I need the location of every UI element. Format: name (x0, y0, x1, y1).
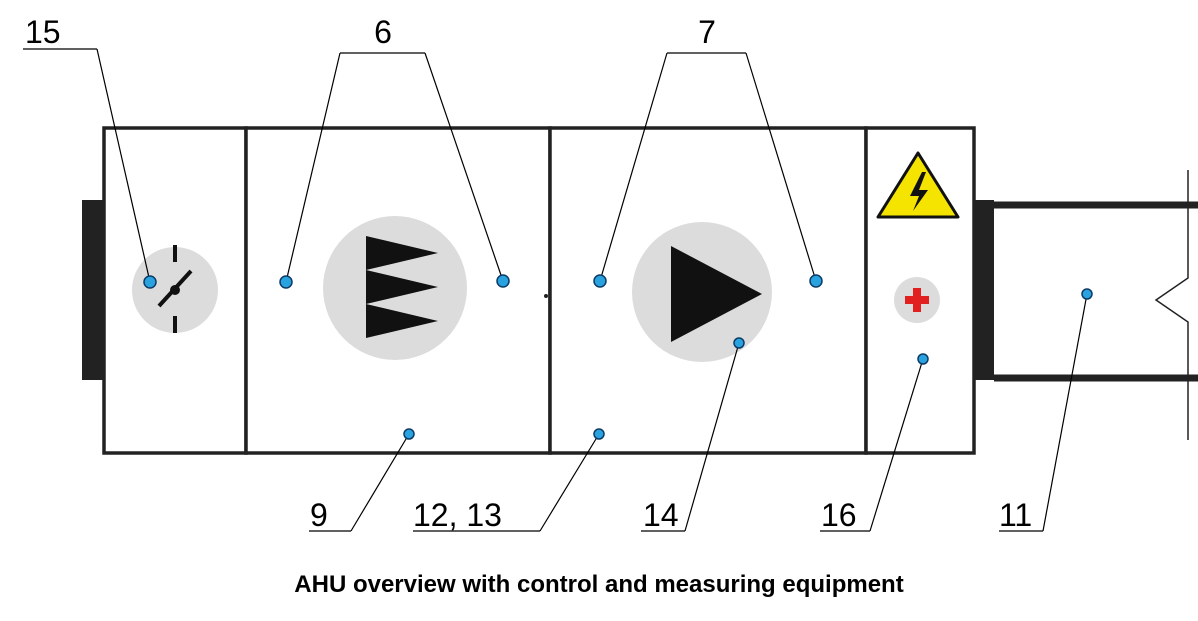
outlet-flange (974, 200, 994, 380)
callout-7: 7 (698, 14, 716, 50)
callout-11: 11 (999, 497, 1032, 533)
inlet-flange (82, 200, 104, 380)
filter-icon (323, 216, 467, 360)
supply-duct (994, 170, 1198, 440)
sensor-point-fan-before (593, 274, 607, 288)
callout-14: 14 (643, 497, 679, 533)
damper-icon (132, 245, 218, 333)
callout-9: 9 (310, 497, 328, 533)
diagram-caption: AHU overview with control and measuring … (294, 571, 904, 598)
sensor-point-fan-motor (733, 337, 745, 349)
ahu-casing (102, 126, 976, 455)
sensor-point-duct (1081, 288, 1093, 300)
high-voltage-warning-icon (876, 151, 960, 219)
measuring-points (143, 274, 1093, 440)
callout-15: 15 (25, 14, 61, 50)
sensor-point-fan-after (809, 274, 823, 288)
sensor-point-fan-section (593, 428, 605, 440)
callout-12-13: 12, 13 (413, 497, 502, 533)
callout-6: 6 (374, 14, 392, 50)
sensor-point-filter-before (279, 275, 293, 289)
sensor-point-damper (143, 275, 157, 289)
electric-heater-icon (894, 277, 940, 323)
sensor-point-heater (917, 353, 929, 365)
sensor-point-filter-after (496, 274, 510, 288)
fan-section-mark (544, 294, 548, 298)
sensor-point-filter-section (403, 428, 415, 440)
fan-icon (632, 222, 772, 362)
callout-16: 16 (821, 497, 857, 533)
leader-lines (23, 48, 1088, 532)
